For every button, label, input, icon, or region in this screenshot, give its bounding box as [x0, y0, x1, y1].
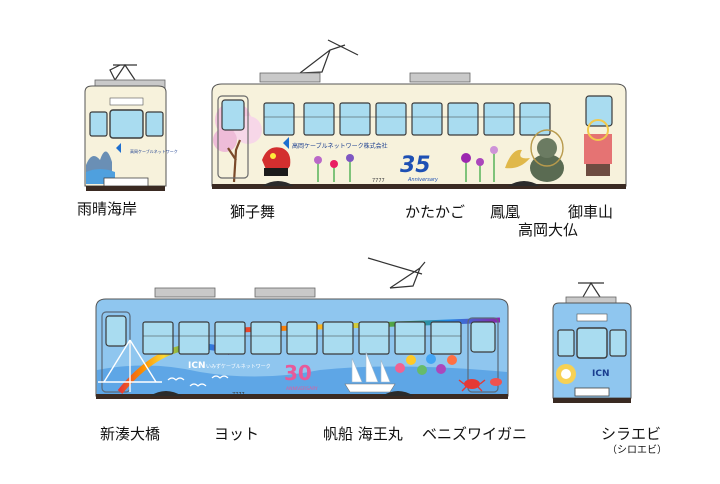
tram2-front-windshield	[576, 327, 608, 359]
tram1-car-number: 7777	[372, 178, 385, 184]
tram2-front-window	[609, 329, 627, 357]
tram2-front-view: ICN	[552, 281, 632, 403]
tram2-side-view: ICN いみずケーブルネットワーク 7777 30 ANNIVERSARY	[95, 257, 509, 399]
tram2-side-skirt	[96, 394, 508, 399]
tram2-side-bogie	[382, 391, 414, 396]
cherry-blossom-art	[213, 128, 237, 152]
takaoka-daibutsu-art	[530, 129, 564, 182]
tram1-side-bogie	[262, 181, 294, 186]
tram1-front-window	[89, 111, 108, 137]
tram1-front-skirt	[86, 186, 165, 191]
tram1-front-view: 高岡ケーブルネットワーク	[84, 63, 178, 191]
tram1-front-bumper	[103, 177, 149, 187]
houou-phoenix-art	[505, 149, 530, 169]
label-yacht: ヨット	[214, 425, 260, 443]
tram2-side-roof-unit	[154, 287, 216, 298]
shishimai-art	[262, 147, 291, 176]
tram1-side-trolley-pole	[299, 39, 359, 74]
tram2-front-icn-logo: ICN	[592, 369, 610, 379]
label-takaoka-daibutsu: 高岡大仏	[518, 221, 579, 239]
tram2-front-window	[557, 329, 575, 357]
tram1-side-bogie	[508, 181, 540, 186]
anniversary-30-word: ANNIVERSARY	[286, 386, 318, 392]
tram1-front-logo-mark	[116, 143, 121, 153]
tram1-side-windows	[263, 102, 551, 136]
tram1-side-logo-mark	[283, 137, 289, 149]
tram2-front-destination-sign	[576, 313, 608, 322]
label-shiraebi: シラエビ	[601, 425, 662, 443]
tram2-side-roof-unit	[254, 287, 316, 298]
anniversary-35-word: Anniversary	[407, 177, 439, 183]
colorful-bubbles-art	[395, 354, 457, 375]
label-mikurumayama: 御車山	[568, 203, 614, 221]
tram1-side-roof-unit	[409, 72, 471, 83]
label-benizuwaigani: ベニズワイガニ	[422, 425, 528, 443]
shinminato-bridge-art	[98, 339, 162, 392]
tram2-side-windows	[142, 321, 462, 355]
kaiwomaru-sailing-ship-art	[344, 351, 396, 393]
label-shiraebi-reading: （シロエビ）	[607, 445, 667, 456]
tram1-side-door-window	[221, 99, 245, 131]
tram1-side-company-logo: 高岡ケーブルネットワーク株式会社	[292, 142, 388, 150]
yacht-seagulls-art	[167, 375, 229, 387]
tram2-side-door-window	[470, 321, 496, 353]
tram1-front-window	[145, 111, 164, 137]
tram1-front-destination-sign	[109, 97, 144, 106]
tram2-front-skirt	[553, 398, 631, 403]
tram1-front-pantograph	[109, 63, 137, 81]
tram1-front-company-logo: 高岡ケーブルネットワーク	[130, 148, 178, 154]
tram1-side-roof-unit	[259, 72, 321, 83]
label-katakago: かたかご	[405, 203, 466, 221]
tram1-side-skirt	[212, 184, 626, 189]
benizuwaigani-crab-art	[458, 378, 502, 392]
anniversary-30-number: 30	[284, 361, 312, 385]
label-houou: 鳳凰	[490, 203, 521, 221]
tram1-side-door	[217, 95, 249, 179]
tram1-side-view: 高岡ケーブルネットワーク株式会社 35 Anniversary 7777	[211, 39, 627, 189]
mikurumayama-float-art	[584, 95, 613, 176]
tram2-side-trolley-pole	[367, 257, 426, 289]
anniversary-35-number: 35	[400, 153, 431, 178]
icn-logo: ICN	[188, 361, 206, 371]
label-amaharashi-coast: 雨晴海岸	[77, 200, 138, 218]
label-shishimai: 獅子舞	[230, 203, 276, 221]
label-shinminato-bridge: 新湊大橋	[100, 425, 161, 443]
label-kaiwomaru: 帆船 海王丸	[323, 425, 403, 443]
tram1-front-windshield	[109, 109, 144, 139]
katakago-flowers-art	[314, 146, 498, 182]
tram2-sea-art	[97, 365, 507, 396]
icn-tagline: いみずケーブルネットワーク	[206, 363, 271, 370]
tram2-side-door-window	[105, 315, 127, 347]
tram2-front-bumper	[574, 387, 610, 397]
shiraebi-center-art	[561, 369, 571, 379]
tram2-side-bogie	[150, 391, 182, 396]
tram2-side-door	[467, 317, 499, 393]
cherry-tree-trunk-art	[227, 139, 242, 183]
tram2-front-pantograph	[578, 281, 604, 298]
